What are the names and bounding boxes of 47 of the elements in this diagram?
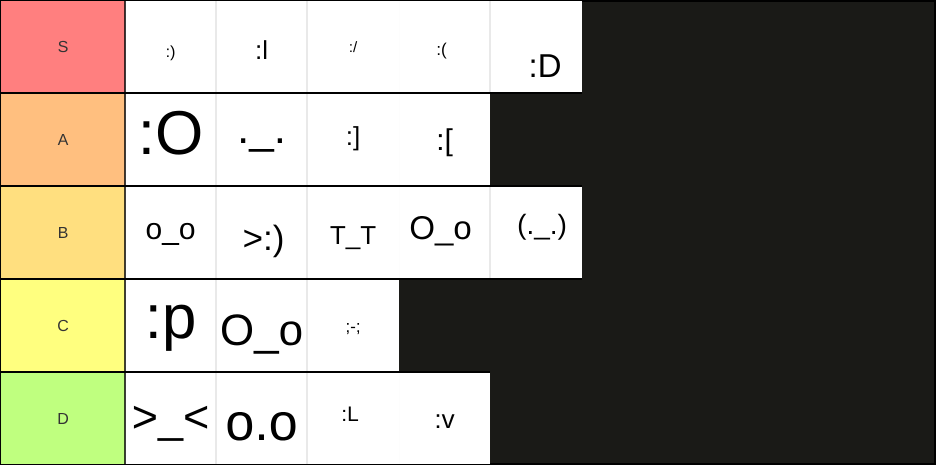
- tier-label: S: [1, 1, 126, 92]
- node-label: ._.: [241, 138, 282, 152]
- emoticon-tile: O_o: [216, 280, 307, 371]
- node-label: :O: [143, 110, 200, 155]
- emoticon-tile: :D: [490, 1, 582, 92]
- node-label: o_o: [146, 222, 194, 245]
- node-label: :L: [343, 406, 358, 421]
- node-label: ;-;: [346, 323, 360, 334]
- emoticon-tile: o.o: [216, 373, 307, 464]
- node-label: >:): [244, 224, 282, 258]
- node-label: :]: [348, 126, 358, 150]
- emoticon-tile: O_o: [399, 187, 490, 278]
- emoticon-tile: >_<: [125, 373, 216, 464]
- emoticon-tile: :[: [399, 94, 490, 185]
- node-label: >_<: [134, 406, 208, 441]
- emoticon-tile: :/: [307, 1, 399, 92]
- node-label: :[: [438, 128, 453, 156]
- tier-label: C: [1, 280, 126, 371]
- emoticon-tile: T_T: [307, 187, 399, 278]
- node-label: O_o: [410, 216, 470, 246]
- tier-label: A: [1, 94, 126, 185]
- emoticon-tile: :O: [125, 94, 216, 185]
- emoticon-tile: :(: [399, 1, 490, 92]
- emoticon-tile: >:): [216, 187, 307, 278]
- node-label: :p: [150, 304, 194, 351]
- emoticon-tile: :]: [307, 94, 399, 185]
- node-label: o.o: [228, 412, 296, 440]
- emoticon-tile: o_o: [125, 187, 216, 278]
- tier-label: B: [1, 187, 126, 278]
- node-label: T_T: [330, 226, 376, 250]
- emoticon-tile: ._.: [216, 94, 307, 185]
- emoticon-tile: :L: [307, 373, 399, 464]
- node-label: :(: [438, 42, 447, 59]
- node-label: (._.): [518, 214, 566, 240]
- emoticon-tile: :): [125, 1, 216, 92]
- node-label: :): [167, 45, 174, 60]
- emoticon-tile: :l: [216, 1, 307, 92]
- node-label: :D: [532, 54, 560, 77]
- tier-label: D: [1, 373, 126, 464]
- emoticon-tile: :p: [125, 280, 216, 371]
- node-label: :v: [436, 414, 455, 428]
- emoticon-tile: (._.): [490, 187, 582, 278]
- emoticon-tile: ;-;: [307, 280, 399, 371]
- node-label: :l: [257, 40, 266, 59]
- node-label: :/: [350, 41, 358, 52]
- node-label: O_o: [222, 314, 302, 354]
- emoticon-tile: :v: [399, 373, 490, 464]
